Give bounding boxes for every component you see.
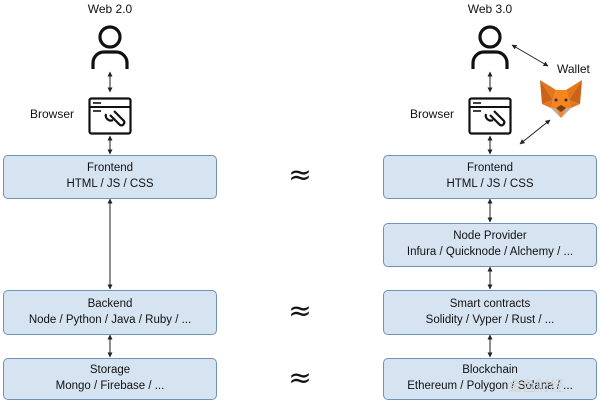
web2-frontend-title: Frontend xyxy=(86,162,134,175)
web2-backend-title: Backend xyxy=(87,297,133,310)
web2-storage-box: Storage Mongo / Firebase / ... xyxy=(3,358,217,400)
web3-frontend-title: Frontend xyxy=(466,162,514,175)
web3-blockchain-title: Blockchain xyxy=(462,364,518,377)
web3-node-provider-title: Node Provider xyxy=(453,230,527,243)
web3-smart-contracts-title: Smart contracts xyxy=(449,297,531,310)
web3-title: Web 3.0 xyxy=(467,2,513,16)
web3-frontend-box: Frontend HTML / JS / CSS xyxy=(383,155,597,199)
browser-icon xyxy=(468,97,512,135)
web3-browser-label: Browser xyxy=(410,107,455,121)
metamask-fox-icon xyxy=(540,80,582,118)
approx-symbol-backend: ≈ xyxy=(288,294,312,327)
web3-frontend-subtitle: HTML / JS / CSS xyxy=(446,178,534,190)
web2-backend-subtitle: Node / Python / Java / Ruby / ... xyxy=(28,313,192,326)
user-icon xyxy=(91,25,129,69)
watermark: 金色财经 xyxy=(508,378,564,394)
approx-symbol-frontend: ≈ xyxy=(288,158,312,191)
web2-storage-title: Storage xyxy=(89,364,131,377)
web2-frontend-subtitle: HTML / JS / CSS xyxy=(66,178,154,190)
web2-backend-box: Backend Node / Python / Java / Ruby / ..… xyxy=(3,290,217,335)
web2-browser-label: Browser xyxy=(30,107,75,121)
web3-blockchain-subtitle: Ethereum / Polygon / Solana / ... xyxy=(407,380,573,392)
web3-smart-contracts-subtitle: Solidity / Vyper / Rust / ... xyxy=(425,313,555,326)
arrow-wallet-user-web3 xyxy=(511,44,549,67)
web3-node-provider-box: Node Provider Infura / Quicknode / Alche… xyxy=(383,223,597,267)
browser-icon xyxy=(88,97,132,135)
web2-storage-subtitle: Mongo / Firebase / ... xyxy=(55,380,165,392)
arrow-wallet-browser-web3 xyxy=(519,119,551,145)
web3-node-provider-subtitle: Infura / Quicknode / Alchemy / ... xyxy=(406,246,574,258)
web3-blockchain-box: Blockchain Ethereum / Polygon / Solana /… xyxy=(383,358,597,400)
web2-title: Web 2.0 xyxy=(87,2,133,16)
wallet-label: Wallet xyxy=(557,62,590,76)
web2-frontend-box: Frontend HTML / JS / CSS xyxy=(3,155,217,199)
approx-symbol-storage: ≈ xyxy=(288,361,312,394)
user-icon xyxy=(471,25,509,69)
web3-smart-contracts-box: Smart contracts Solidity / Vyper / Rust … xyxy=(383,290,597,335)
